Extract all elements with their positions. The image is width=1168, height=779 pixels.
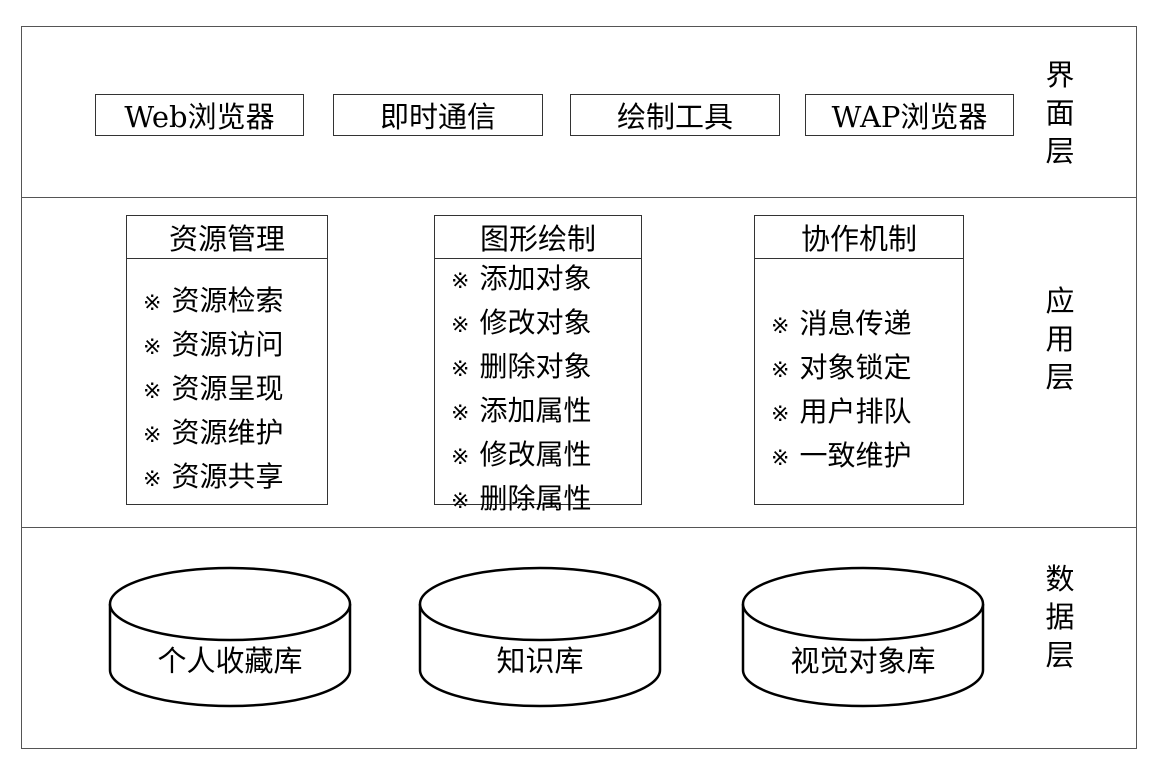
list-item-label: 资源访问: [171, 328, 284, 361]
bullet-mark: ※: [451, 401, 470, 426]
list-item-label: 资源呈现: [171, 372, 284, 405]
list-item: ※ 用户排队: [771, 391, 963, 435]
database-cylinder-icon: [741, 566, 985, 708]
list-item: ※ 添加对象: [451, 258, 641, 302]
layer-label-interface: 界 面 层: [1040, 56, 1080, 170]
module-title: 图形绘制: [435, 216, 641, 259]
layer-label-char: 层: [1045, 638, 1075, 672]
bullet-mark: ※: [143, 467, 162, 492]
list-item-label: 添加属性: [479, 394, 592, 427]
layer-label-char: 应: [1045, 284, 1075, 318]
list-item: ※ 修改对象: [451, 302, 641, 346]
list-item-label: 资源维护: [171, 416, 284, 449]
layer-label-char: 面: [1045, 96, 1075, 130]
bullet-mark: ※: [771, 446, 790, 471]
list-item-label: 删除对象: [479, 350, 592, 383]
list-item-label: 对象锁定: [799, 351, 912, 384]
database-label-personal-collection: 个人收藏库: [157, 644, 303, 678]
list-item-label: 删除属性: [479, 482, 592, 515]
module-resource-management: 资源管理 ※ 资源检索 ※ 资源访问 ※ 资源呈现 ※ 资源维护 ※ 资源共享: [126, 215, 328, 505]
list-item-label: 修改对象: [479, 306, 592, 339]
module-title: 资源管理: [127, 216, 327, 259]
list-item: ※ 资源维护: [143, 412, 327, 456]
bullet-mark: ※: [451, 489, 470, 514]
wap-browser-box: WAP浏览器: [805, 94, 1014, 136]
layer-label-data: 数 据 层: [1040, 560, 1080, 674]
divider-interface-application: [21, 197, 1137, 198]
database-cylinder-icon: [418, 566, 662, 708]
module-graphic-drawing: 图形绘制 ※ 添加对象 ※ 修改对象 ※ 删除对象 ※ 添加属性 ※ 修改属性 ※ 删除属性: [434, 215, 642, 515]
list-item-label: 资源共享: [171, 460, 284, 493]
bullet-mark: ※: [451, 357, 470, 382]
bullet-mark: ※: [143, 423, 162, 448]
layer-label-char: 层: [1045, 134, 1075, 168]
list-item: ※ 修改属性: [451, 434, 641, 478]
list-item: ※ 资源检索: [143, 280, 327, 324]
layer-label-char: 用: [1045, 322, 1075, 356]
list-item-label: 修改属性: [479, 438, 592, 471]
web-browser-box: Web浏览器: [95, 94, 304, 136]
module-item-list: ※ 资源检索 ※ 资源访问 ※ 资源呈现 ※ 资源维护 ※ 资源共享: [143, 280, 327, 500]
bullet-mark: ※: [451, 269, 470, 294]
list-item-label: 资源检索: [171, 284, 284, 317]
list-item: ※ 消息传递: [771, 303, 963, 347]
module-collaboration-mechanism: 协作机制 ※ 消息传递 ※ 对象锁定 ※ 用户排队 ※ 一致维护: [754, 215, 964, 505]
module-title: 协作机制: [755, 216, 963, 259]
list-item: ※ 删除属性: [451, 478, 641, 522]
database-label-visual-object: 视觉对象库: [790, 644, 936, 678]
list-item-label: 用户排队: [799, 395, 912, 428]
bullet-mark: ※: [143, 335, 162, 360]
module-item-list: ※ 消息传递 ※ 对象锁定 ※ 用户排队 ※ 一致维护: [771, 303, 963, 479]
bullet-mark: ※: [143, 379, 162, 404]
architecture-frame: [21, 26, 1137, 749]
layer-label-char: 层: [1045, 360, 1075, 394]
list-item-label: 一致维护: [799, 439, 912, 472]
database-cylinder-icon: [108, 566, 352, 708]
list-item: ※ 对象锁定: [771, 347, 963, 391]
list-item: ※ 资源访问: [143, 324, 327, 368]
bullet-mark: ※: [143, 291, 162, 316]
bullet-mark: ※: [451, 313, 470, 338]
list-item: ※ 资源呈现: [143, 368, 327, 412]
list-item-label: 消息传递: [799, 307, 912, 340]
list-item: ※ 一致维护: [771, 435, 963, 479]
bullet-mark: ※: [771, 314, 790, 339]
bullet-mark: ※: [771, 358, 790, 383]
module-item-list: ※ 添加对象 ※ 修改对象 ※ 删除对象 ※ 添加属性 ※ 修改属性 ※ 删除属性: [451, 258, 641, 522]
list-item: ※ 删除对象: [451, 346, 641, 390]
list-item: ※ 资源共享: [143, 456, 327, 500]
bullet-mark: ※: [451, 445, 470, 470]
layer-label-char: 据: [1045, 600, 1075, 634]
divider-application-data: [21, 527, 1137, 528]
drawing-tool-box: 绘制工具: [570, 94, 780, 136]
instant-messaging-box: 即时通信: [333, 94, 543, 136]
layer-label-char: 数: [1045, 562, 1075, 596]
database-label-knowledge: 知识库: [496, 644, 584, 678]
layer-label-char: 界: [1045, 58, 1075, 92]
layer-label-application: 应 用 层: [1040, 282, 1080, 396]
bullet-mark: ※: [771, 402, 790, 427]
list-item: ※ 添加属性: [451, 390, 641, 434]
list-item-label: 添加对象: [479, 262, 592, 295]
